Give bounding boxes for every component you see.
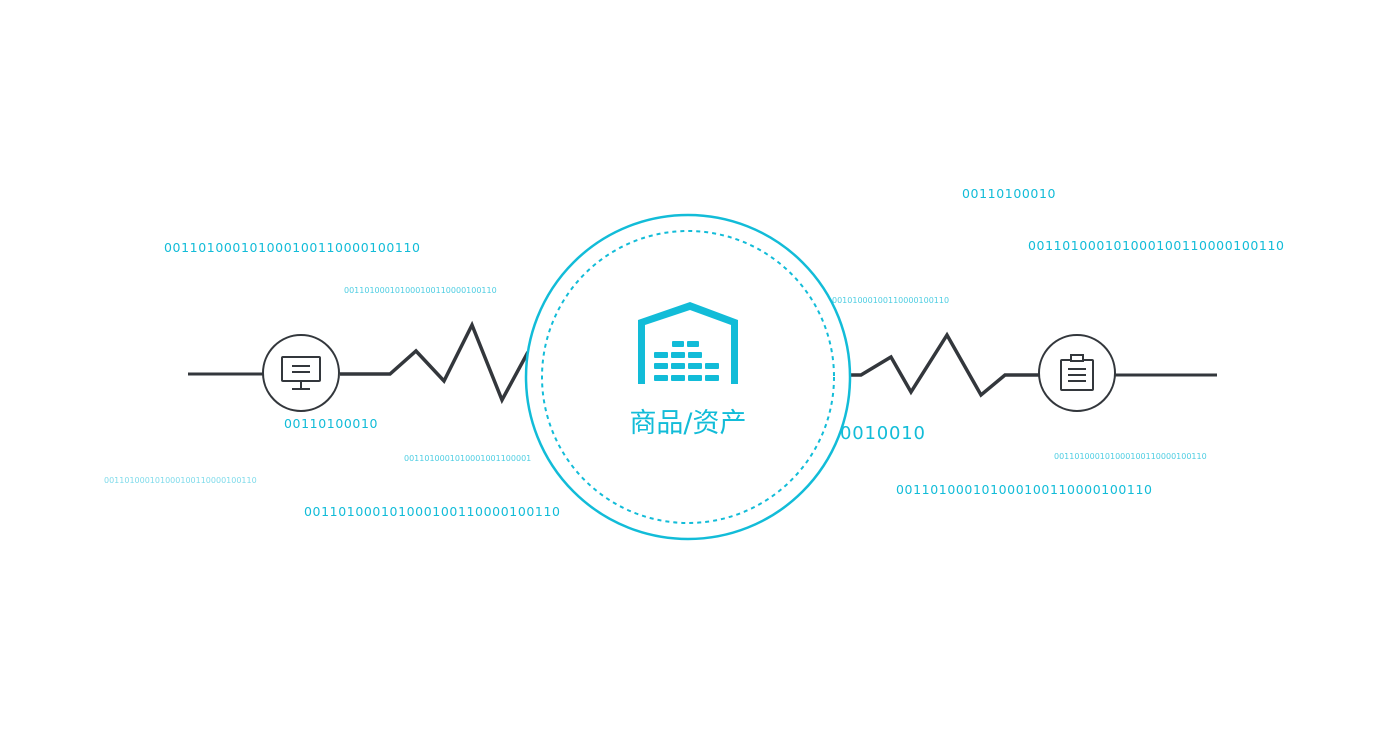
inner-dashed-ring [541,230,835,524]
binary-right-top-short: 00110100010 [962,186,1056,201]
left-zigzag-line [340,320,530,405]
clipboard-icon [1060,354,1094,391]
binary-left-bottom-mid: 0011010001010001001100001 [404,454,531,463]
monitor-icon [281,356,321,390]
right-zigzag-line [851,331,1040,398]
center-label: 商品/资产 [629,408,746,439]
binary-left-bottom-large: 001101000101000100110000100110 [304,504,561,519]
binary-right-bottom-large: 001101000101000100110000100110 [896,482,1153,497]
binary-left-bottom-faint: 001101000101000100110000100110 [104,476,257,485]
binary-left-short: 00110100010 [284,416,378,431]
center-hub: 商品/资产 [524,213,852,541]
left-node [262,334,340,412]
binary-left-top-large: 001101000101000100110000100110 [164,240,421,255]
binary-left-top-small: 001101000101000100110000100110 [344,286,497,295]
right-node [1038,334,1116,412]
binary-right-top-small: 00101000100110000100110 [832,296,949,305]
warehouse-icon [638,302,738,384]
binary-strings: 001101000101000100110000100110 001101000… [104,186,1285,519]
binary-right-bottom-small: 001101000101000100110000100110 [1054,452,1207,461]
binary-right-mid: 0010010 [840,423,926,444]
binary-right-top-large: 001101000101000100110000100110 [1028,238,1285,253]
